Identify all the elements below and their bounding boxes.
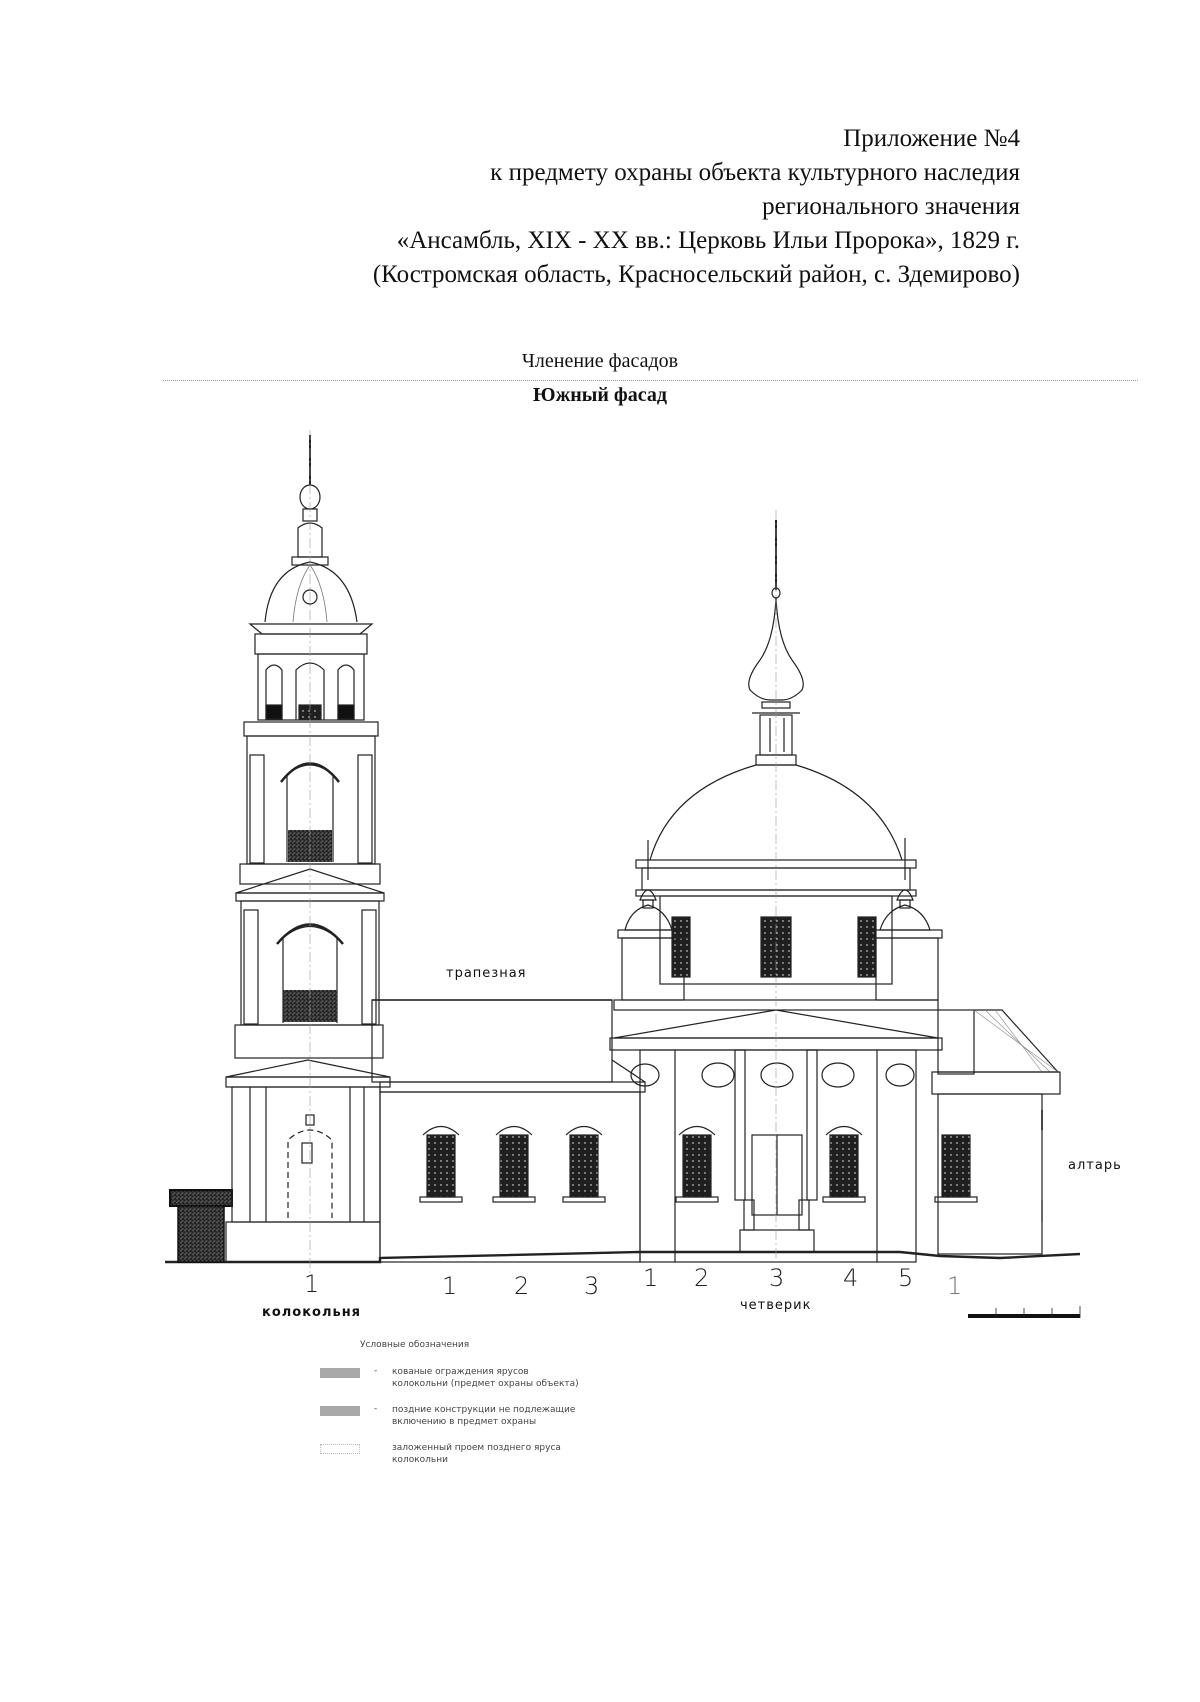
legend-text: поздние конструкции не подлежащие включе… (392, 1404, 575, 1428)
divider (163, 380, 1138, 381)
bay-number-refectory-3: 3 (584, 1272, 600, 1300)
appendix-header: Приложение №4 к предмету охраны объекта … (373, 122, 1020, 292)
appendix-significance: регионального значения (762, 193, 1020, 220)
legend-swatch-gray (320, 1406, 360, 1416)
legend-text: заложенный проем позднего яруса колоколь… (392, 1442, 561, 1466)
legend-swatch-gray (320, 1368, 360, 1378)
legend-text-line: заложенный проем позднего яруса (392, 1443, 561, 1453)
legend: Условные обозначения - кованые ограждени… (320, 1340, 579, 1480)
appendix-number: Приложение №4 (843, 125, 1020, 152)
appendix-location: (Костромская область, Красносельский рай… (372, 261, 1020, 288)
legend-item: - кованые ограждения ярусов колокольни (… (320, 1366, 579, 1390)
label-altar: алтарь (1068, 1158, 1122, 1173)
section-title: Членение фасадов (521, 350, 679, 372)
bay-number-quadrangle-1: 1 (643, 1264, 659, 1292)
legend-swatch-dotted (320, 1444, 360, 1454)
legend-text: кованые ограждения ярусов колокольни (пр… (392, 1366, 579, 1390)
legend-item: - поздние конструкции не подлежащие вклю… (320, 1404, 579, 1428)
bay-number-bell-tower-1: 1 (304, 1270, 320, 1298)
legend-text-line: колокольни (предмет охраны объекта) (392, 1379, 579, 1389)
bay-number-quadrangle-2: 2 (694, 1264, 710, 1292)
facade-title: Южный фасад (532, 384, 667, 406)
legend-title: Условные обозначения (360, 1340, 470, 1350)
legend-item: заложенный проем позднего яруса колоколь… (320, 1442, 579, 1466)
bay-number-refectory-1: 1 (442, 1272, 458, 1300)
bay-number-altar-1: 1 (947, 1272, 963, 1300)
legend-dash: - (374, 1404, 378, 1414)
appendix-object-name: «Ансамбль, XIX - XX вв.: Церковь Ильи Пр… (396, 227, 1020, 254)
legend-text-line: колокольни (392, 1455, 448, 1465)
bay-number-quadrangle-4: 4 (843, 1264, 859, 1292)
appendix-subject: к предмету охраны объекта культурного на… (490, 159, 1020, 186)
label-refectory: трапезная (446, 966, 527, 981)
legend-text-line: включению в предмет охраны (392, 1417, 537, 1427)
label-bell-tower: колокольня (262, 1305, 362, 1320)
legend-dash: - (374, 1366, 378, 1376)
bay-number-quadrangle-5: 5 (898, 1264, 914, 1292)
legend-text-line: поздние конструкции не подлежащие (392, 1405, 576, 1415)
legend-text-line: кованые ограждения ярусов (392, 1367, 529, 1377)
bay-number-quadrangle-3: 3 (769, 1264, 785, 1292)
bay-number-refectory-2: 2 (514, 1272, 530, 1300)
label-quadrangle: четверик (740, 1298, 812, 1313)
